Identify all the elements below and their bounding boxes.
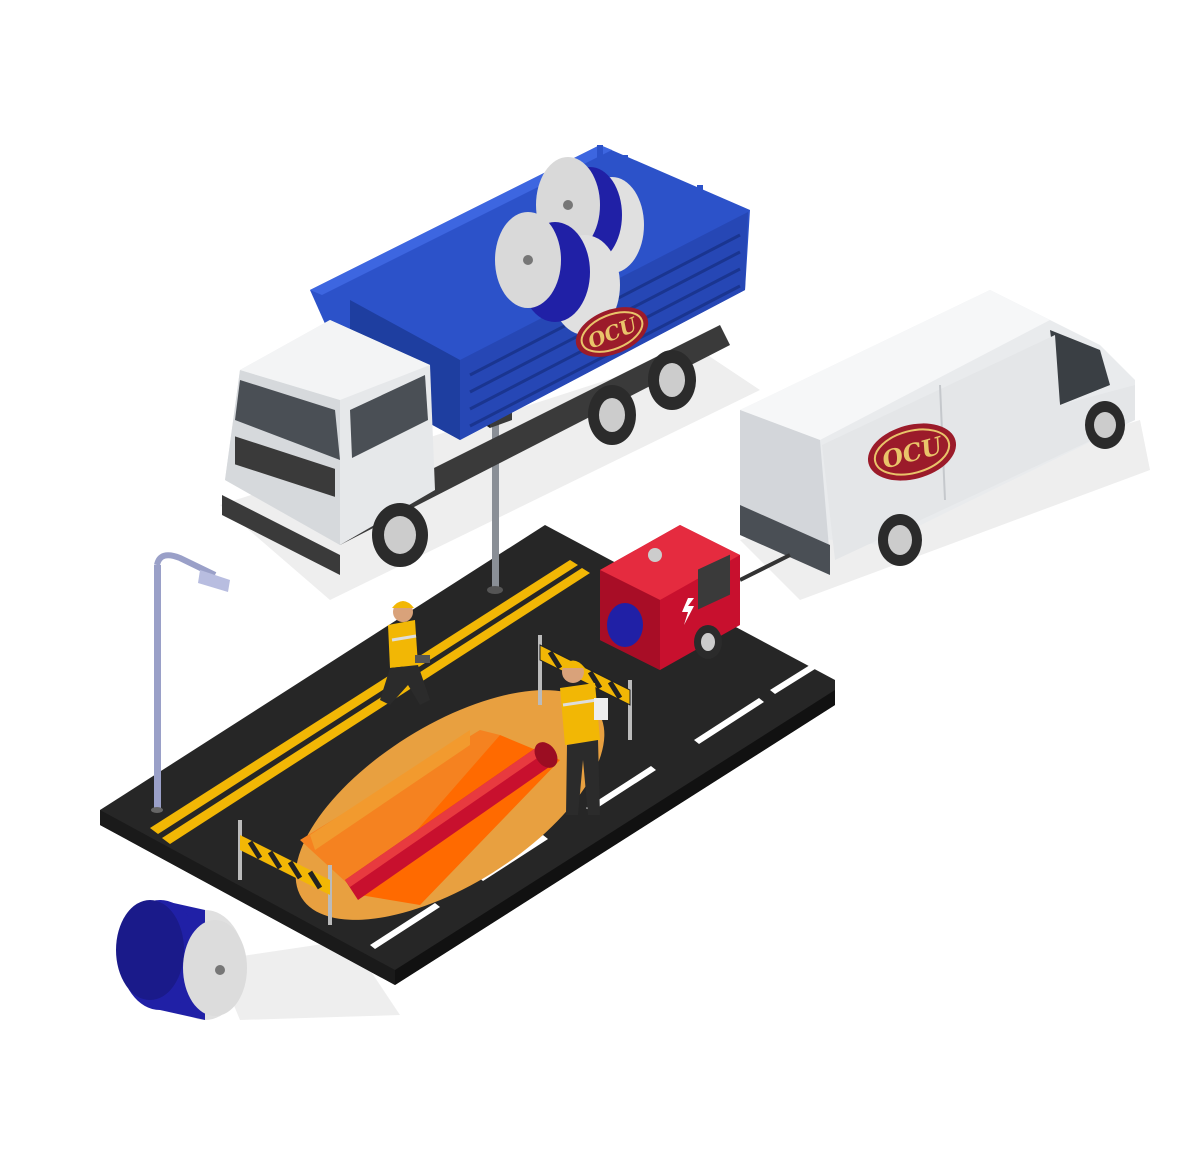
- generator-icon: [600, 525, 791, 670]
- cable-spool-icon: [495, 212, 620, 335]
- cable-spool-icon: [116, 900, 247, 1020]
- truck-wheels: [372, 350, 696, 567]
- worker-standing: [560, 660, 608, 815]
- barrier-icon: [538, 635, 632, 740]
- yellow-lane-line-2: [162, 568, 590, 844]
- truck-cab: [222, 320, 435, 575]
- dump-truck: OCU: [222, 145, 750, 575]
- van-logo: OCU: [867, 423, 957, 481]
- trench: [295, 690, 605, 920]
- red-pipe: [345, 742, 558, 900]
- van: OCU: [740, 290, 1135, 575]
- lightning-icon: [682, 598, 694, 625]
- worker-kneeling: [380, 601, 430, 705]
- street-lamp: [151, 552, 230, 813]
- barrier-icon: [238, 820, 332, 925]
- yellow-lane-line-1: [150, 560, 578, 834]
